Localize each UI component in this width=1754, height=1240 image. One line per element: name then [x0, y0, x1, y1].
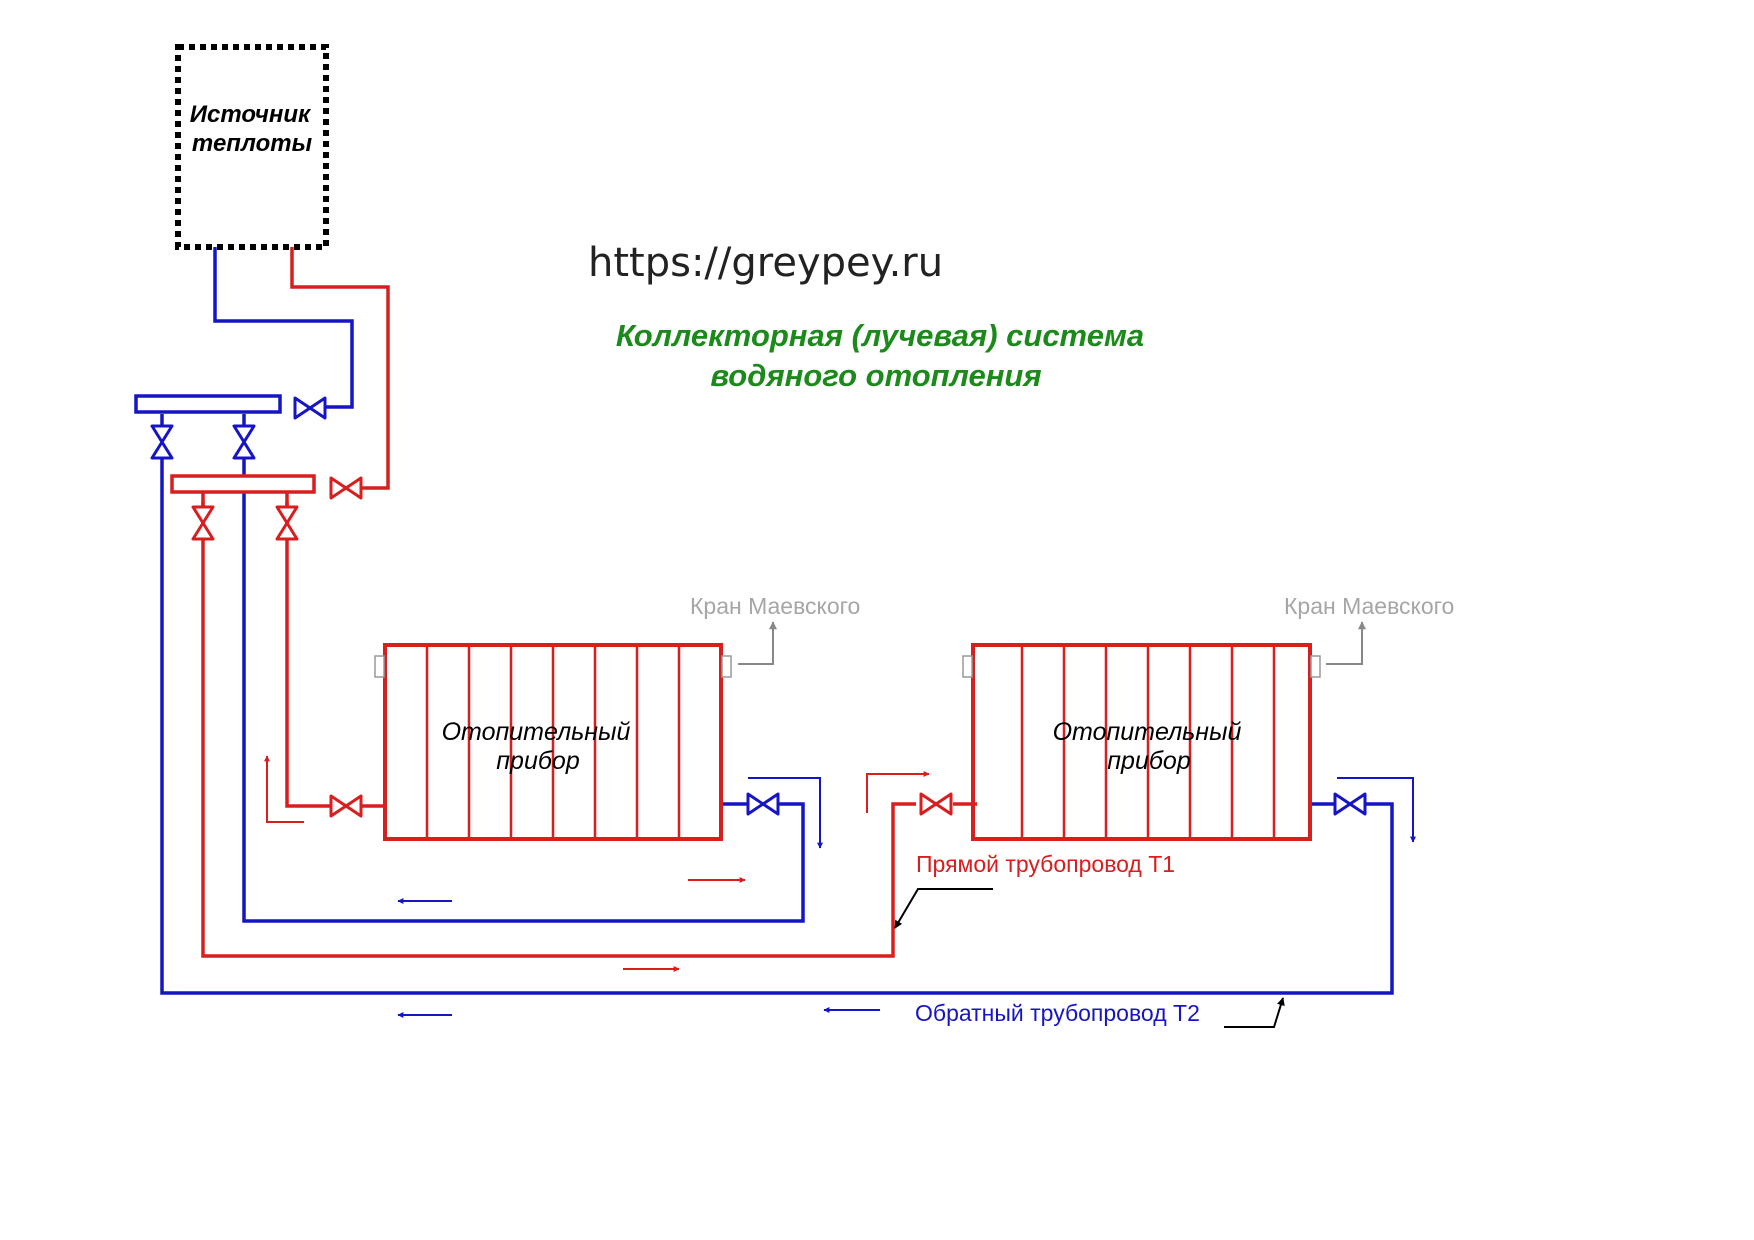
radiator-2-vent-label: Кран Маевского: [1284, 593, 1454, 619]
return-collector-valve-2: [232, 424, 256, 460]
radiator-2-supply-valve: [919, 792, 953, 816]
radiator-1-return-valve: [746, 792, 780, 816]
radiator-2: Отопительный прибор: [962, 643, 1321, 841]
flow-arrows: [264, 755, 1416, 1018]
radiator-1-label-line1: Отопительный: [442, 718, 631, 746]
radiator-2-label-line1: Отопительный: [1053, 718, 1242, 746]
radiator-1: Отопительный прибор: [374, 643, 732, 841]
radiator-2-return-valve: [1333, 792, 1367, 816]
radiator-2-plug: [962, 655, 973, 678]
supply-piping: [201, 247, 977, 958]
radiator-1-vent-callout: Кран Маевского: [690, 593, 860, 665]
diagram-title-line1: Коллекторная (лучевая) система: [616, 318, 1144, 353]
radiator-2-air-vent: [1310, 655, 1321, 678]
supply-collector-main-valve: [329, 476, 363, 500]
heat-source-label-line2: теплоты: [192, 130, 313, 157]
diagram-title-line2: водяного отопления: [710, 358, 1041, 393]
return-down-arrow-r1: [748, 777, 823, 849]
radiator-1-vent-label: Кран Маевского: [690, 593, 860, 619]
return-pipe-label: Обратный трубопровод Т2: [915, 1000, 1200, 1026]
heat-source: Источник теплоты: [175, 44, 329, 250]
radiator-1-label-line2: прибор: [496, 747, 580, 775]
radiator-2-vent-callout: Кран Маевского: [1284, 593, 1454, 665]
radiator-2-label-line2: прибор: [1107, 747, 1191, 775]
return-piping: [160, 247, 1394, 995]
return-collector-valve-1: [150, 424, 174, 460]
supply-collector-valve-1: [191, 505, 215, 541]
supply-pipe-callout: Прямой трубопровод Т1: [894, 851, 1175, 929]
return-pipe-callout: Обратный трубопровод Т2: [915, 997, 1285, 1028]
radiator-1-air-vent: [721, 655, 732, 678]
radiator-1-supply-valve: [329, 794, 363, 818]
supply-right-arrow-r2: [866, 771, 930, 813]
heat-source-label-line1: Источник: [190, 101, 312, 128]
return-collector-manifold: [134, 394, 282, 414]
supply-up-arrow: [264, 755, 304, 823]
return-collector-main-valve: [293, 396, 327, 420]
supply-collector-manifold: [170, 474, 316, 494]
return-down-arrow-r2: [1337, 777, 1416, 843]
website-url: https://greypey.ru: [588, 240, 943, 286]
radiator-1-plug: [374, 655, 385, 678]
supply-collector-valve-2: [275, 505, 299, 541]
supply-pipe-label: Прямой трубопровод Т1: [916, 851, 1175, 877]
